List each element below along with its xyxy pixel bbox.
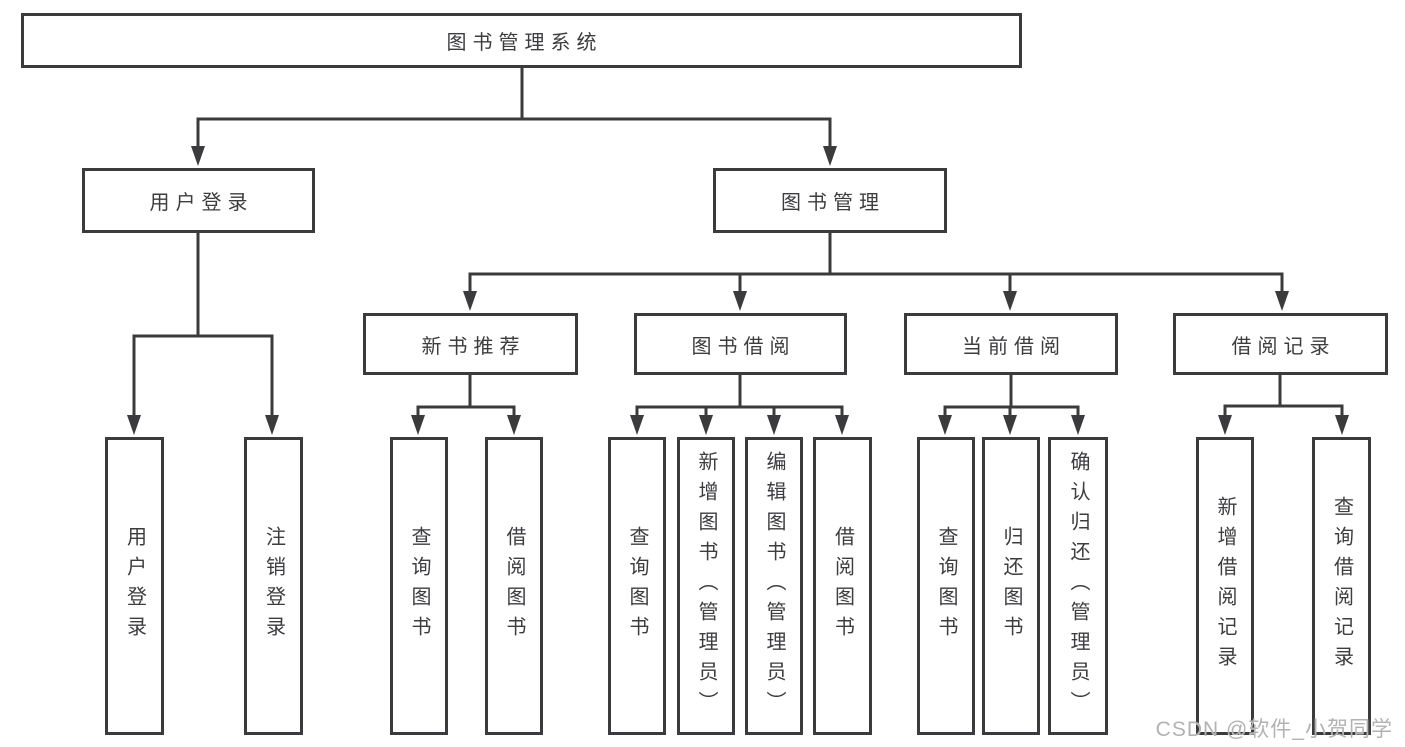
node-current-borrow: 当前借阅	[904, 313, 1118, 375]
leaf-query-books-current: 查询图书	[917, 437, 975, 735]
node-label: 当前借阅	[962, 335, 1066, 358]
node-label: 查询借阅记录	[1330, 496, 1353, 676]
node-book-borrow: 图书借阅	[634, 313, 847, 375]
node-book-management: 图书管理	[713, 168, 947, 233]
leaf-logout: 注销登录	[244, 437, 303, 735]
node-library-management-system: 图书管理系统	[21, 13, 1022, 68]
node-label: 注销登录	[262, 526, 285, 646]
node-label: 用户登录	[149, 192, 254, 214]
node-label: 借阅记录	[1231, 335, 1336, 358]
leaf-add-books-admin: 新增图书（管理员）	[677, 437, 735, 735]
node-user-login-module: 用户登录	[82, 168, 315, 233]
node-label: 借阅图书	[831, 526, 854, 646]
node-label: 归还图书	[1000, 526, 1022, 646]
node-label: 用户登录	[123, 526, 146, 646]
node-label: 编辑图书（管理员）	[763, 451, 785, 721]
node-label: 确认归还（管理员）	[1067, 451, 1089, 721]
leaf-confirm-return-admin: 确认归还（管理员）	[1048, 437, 1108, 735]
node-label: 新增图书（管理员）	[695, 451, 717, 721]
leaf-borrow-books-recommend: 借阅图书	[485, 437, 543, 735]
node-label: 图书管理系统	[446, 32, 603, 54]
node-borrow-records: 借阅记录	[1173, 313, 1388, 375]
node-label: 新增借阅记录	[1214, 496, 1236, 676]
node-label: 查询图书	[935, 526, 957, 646]
leaf-add-borrow-record: 新增借阅记录	[1196, 437, 1254, 735]
leaf-query-books-recommend: 查询图书	[390, 437, 448, 735]
node-label: 查询图书	[408, 526, 430, 646]
leaf-query-books-borrow: 查询图书	[608, 437, 666, 735]
leaf-borrow-books: 借阅图书	[813, 437, 872, 735]
leaf-query-borrow-record: 查询借阅记录	[1312, 437, 1371, 735]
node-label: 新书推荐	[421, 335, 526, 358]
leaf-edit-books-admin: 编辑图书（管理员）	[745, 437, 803, 735]
leaf-user-login: 用户登录	[105, 437, 164, 735]
node-new-book-recommend: 新书推荐	[363, 313, 578, 375]
node-label: 查询图书	[626, 526, 648, 646]
node-label: 借阅图书	[503, 526, 525, 646]
leaf-return-books: 归还图书	[982, 437, 1040, 735]
csdn-watermark: CSDN @软件_小贺同学	[1155, 718, 1393, 741]
node-label: 图书管理	[781, 192, 885, 214]
node-label: 图书借阅	[691, 335, 796, 358]
